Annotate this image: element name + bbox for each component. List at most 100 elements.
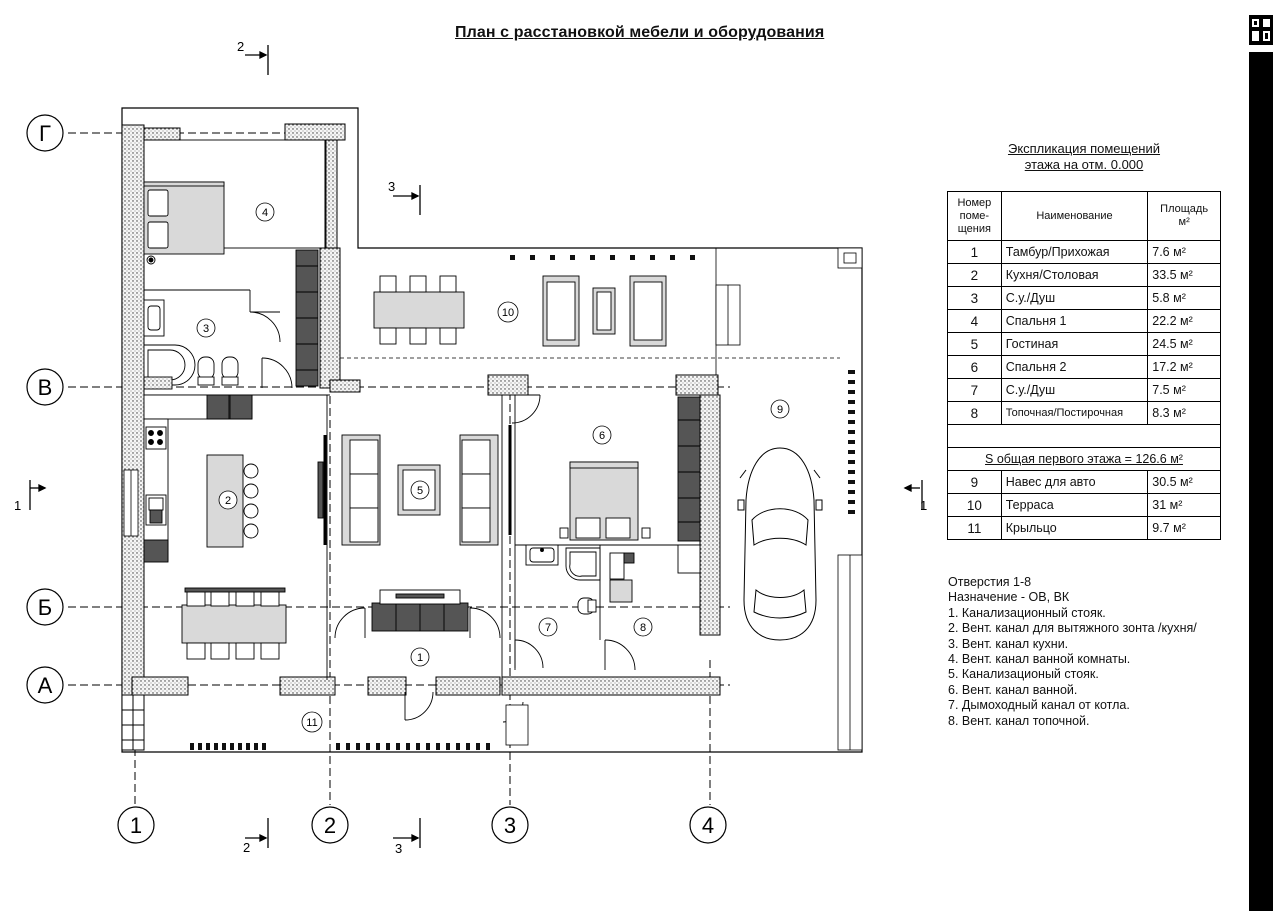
room-name: Гостиная	[1000, 332, 1149, 356]
room-num: 1	[947, 240, 1002, 264]
notes-item: 5. Канализационый стояк.	[948, 667, 1099, 682]
room-area: 7.5 м²	[1147, 378, 1221, 402]
room-name: Спальня 2	[1000, 355, 1149, 379]
table-total-row: S общая первого этажа = 126.6 м²	[947, 447, 1221, 471]
room-area: 22.2 м²	[1147, 309, 1221, 333]
notes-item: 1. Канализационный стояк.	[948, 605, 1106, 620]
header-area-line2: м²	[1178, 216, 1190, 228]
notes-purpose: Назначение - ОВ, ВК	[948, 590, 1070, 605]
extra-name: Терраса	[1000, 493, 1149, 517]
header-area: Площадь м²	[1147, 191, 1221, 241]
header-name: Наименование	[1000, 191, 1149, 241]
axis-label-a: А	[38, 673, 53, 698]
explication-table: Номер поме- щения Наименование Площадь м…	[947, 191, 1221, 540]
notes-item: 4. Вент. канал ванной комнаты.	[948, 652, 1131, 667]
axis-label-4: 4	[702, 813, 714, 838]
room-tag-5: 5	[417, 485, 423, 497]
room-area: 33.5 м²	[1147, 263, 1221, 287]
extra-num: 10	[947, 493, 1002, 517]
frame-bar	[1249, 52, 1273, 911]
axis-label-b: Б	[38, 595, 52, 620]
explication-title-line2: этажа на отм. 0.000	[1024, 157, 1144, 172]
extra-area: 31 м²	[1147, 493, 1221, 517]
extra-num: 11	[947, 516, 1002, 540]
notes-item: 8. Вент. канал топочной.	[948, 713, 1090, 728]
total-area: S общая первого этажа = 126.6 м²	[947, 447, 1221, 471]
room-area: 7.6 м²	[1147, 240, 1221, 264]
company-logo	[1249, 15, 1273, 45]
room-tag-2: 2	[225, 495, 231, 507]
room-num: 7	[947, 378, 1002, 402]
section-mark-1-right: 1	[920, 498, 927, 513]
notes-title: Отверстия 1-8	[948, 575, 1032, 589]
header-num-line1: Номер	[957, 196, 992, 209]
room-tag-10: 10	[502, 307, 514, 319]
room-name: Кухня/Столовая	[1000, 263, 1149, 287]
room-area: 17.2 м²	[1147, 355, 1221, 379]
room-name: С.у./Душ	[1000, 286, 1149, 310]
extra-area: 9.7 м²	[1147, 516, 1221, 540]
room-tag-1: 1	[417, 652, 423, 664]
room-name: С.у./Душ	[1000, 378, 1149, 402]
notes-item: 2. Вент. канал для вытяжного зонта /кухн…	[948, 621, 1197, 636]
header-area-line1: Площадь	[1160, 203, 1209, 215]
notes-item: 6. Вент. канал ванной.	[948, 682, 1078, 697]
axis-label-2: 2	[324, 813, 336, 838]
openings-notes: Отверстия 1-8 Назначение - ОВ, ВК 1. Кан…	[948, 575, 1197, 729]
explication-title: Экспликация помещений этажа на отм. 0.00…	[948, 141, 1220, 173]
section-mark-1-left: 1	[14, 498, 21, 513]
section-mark-3-top: 3	[388, 179, 395, 194]
axis-label-v: В	[38, 375, 53, 400]
header-num: Номер поме- щения	[947, 191, 1002, 241]
section-mark-2-bottom: 2	[243, 840, 250, 855]
extra-num: 9	[947, 470, 1002, 494]
room-area: 5.8 м²	[1147, 286, 1221, 310]
table-header-row: Номер поме- щения Наименование Площадь м…	[947, 191, 1221, 241]
room-tag-9: 9	[777, 404, 783, 416]
room-name: Топочная/Постирочная	[1000, 401, 1149, 425]
axis-label-3: 3	[504, 813, 516, 838]
room-tag-7: 7	[545, 622, 551, 634]
section-mark-2-top: 2	[237, 39, 244, 54]
room-num: 5	[947, 332, 1002, 356]
room-num: 2	[947, 263, 1002, 287]
notes-item: 7. Дымоходный канал от котла.	[948, 698, 1130, 713]
room-tag-3: 3	[203, 323, 209, 335]
room-num: 8	[947, 401, 1002, 425]
room-num: 4	[947, 309, 1002, 333]
room-num: 6	[947, 355, 1002, 379]
page-title: План с расстановкой мебели и оборудовани…	[455, 24, 825, 41]
room-tag-4: 4	[262, 207, 268, 219]
room-tag-6: 6	[599, 430, 605, 442]
table-spacer-row	[947, 424, 1221, 448]
room-num: 3	[947, 286, 1002, 310]
room-name: Тамбур/Прихожая	[1000, 240, 1149, 264]
room-area: 24.5 м²	[1147, 332, 1221, 356]
room-name: Спальня 1	[1000, 309, 1149, 333]
axis-label-1: 1	[130, 813, 142, 838]
header-num-line3: щения	[957, 222, 991, 235]
room-area: 8.3 м²	[1147, 401, 1221, 425]
extra-area: 30.5 м²	[1147, 470, 1221, 494]
explication-title-line1: Экспликация помещений	[1007, 141, 1161, 156]
room-tag-8: 8	[640, 622, 646, 634]
header-num-line2: поме-	[959, 209, 990, 222]
extra-name: Крыльцо	[1000, 516, 1149, 540]
room-tag-11: 11	[306, 717, 317, 729]
section-mark-3-bottom: 3	[395, 841, 402, 856]
axis-label-g: Г	[39, 121, 51, 146]
notes-item: 3. Вент. канал кухни.	[948, 636, 1069, 651]
extra-name: Навес для авто	[1000, 470, 1149, 494]
